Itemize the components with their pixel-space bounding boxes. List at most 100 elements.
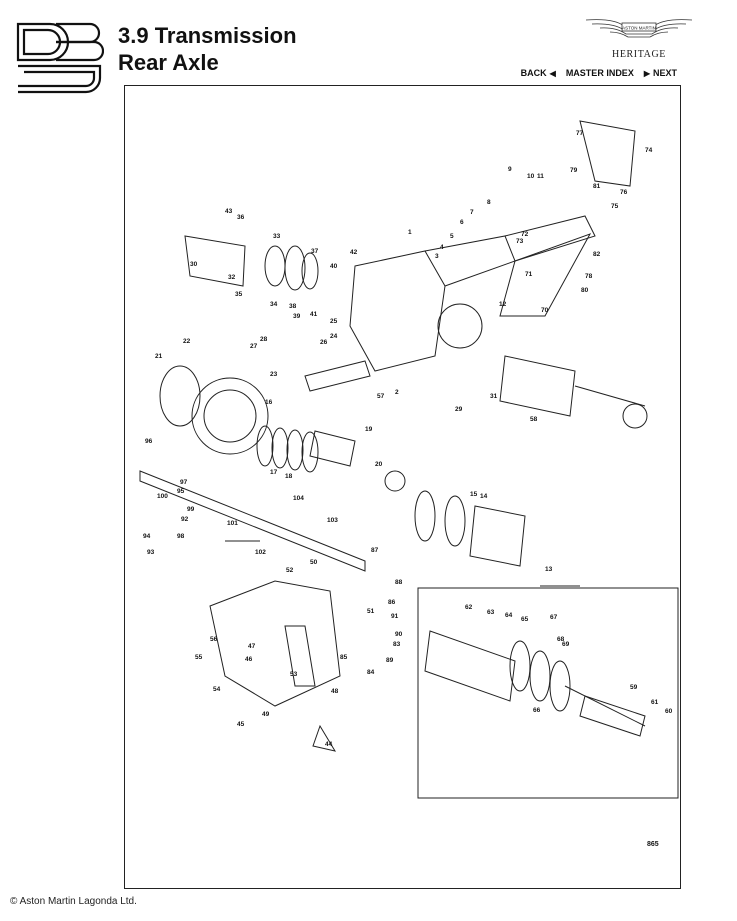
aston-martin-wings-logo: ASTON MARTIN xyxy=(585,19,693,38)
part-label-47: 47 xyxy=(248,643,256,650)
part-label-2: 2 xyxy=(395,389,399,396)
universal-joint xyxy=(622,403,648,429)
next-label: NEXT xyxy=(652,68,677,78)
part-label-35: 35 xyxy=(235,291,243,298)
inset-halfshaft xyxy=(424,630,516,702)
trailing-link xyxy=(499,233,592,317)
part-label-3: 3 xyxy=(435,253,439,260)
master-index-link[interactable]: MASTER INDEX xyxy=(566,68,634,78)
inset-panel xyxy=(417,587,679,799)
part-label-29: 29 xyxy=(455,406,463,413)
part-label-30: 30 xyxy=(190,261,198,268)
part-label-65: 65 xyxy=(521,616,529,623)
stabiliser-bar xyxy=(139,470,366,572)
part-label-25: 25 xyxy=(330,318,338,325)
part-label-69: 69 xyxy=(562,641,570,648)
part-label-63: 63 xyxy=(487,609,495,616)
part-label-62: 62 xyxy=(465,604,473,611)
part-label-15: 15 xyxy=(470,491,478,498)
part-label-84: 84 xyxy=(367,669,375,676)
part-label-48: 48 xyxy=(331,688,339,695)
part-label-7: 7 xyxy=(470,209,474,216)
part-label-8: 8 xyxy=(487,199,491,206)
back-link[interactable]: BACK◀ xyxy=(521,68,556,78)
part-label-23: 23 xyxy=(270,371,278,378)
mounting-bracket xyxy=(579,120,636,187)
part-label-6: 6 xyxy=(460,219,464,226)
part-label-88: 88 xyxy=(395,579,403,586)
part-label-71: 71 xyxy=(525,271,533,278)
part-label-22: 22 xyxy=(183,338,191,345)
part-label-34: 34 xyxy=(270,301,278,308)
part-label-97: 97 xyxy=(180,479,188,486)
part-label-4: 4 xyxy=(440,244,444,251)
part-label-43: 43 xyxy=(225,208,233,215)
part-label-75: 75 xyxy=(611,203,619,210)
part-label-18: 18 xyxy=(285,473,293,480)
part-label-54: 54 xyxy=(213,686,221,693)
part-label-67: 67 xyxy=(550,614,558,621)
part-label-46: 46 xyxy=(245,656,253,663)
part-label-13: 13 xyxy=(545,566,553,573)
part-label-31: 31 xyxy=(490,393,498,400)
part-label-14: 14 xyxy=(480,493,488,500)
part-label-19: 19 xyxy=(365,426,373,433)
part-label-56: 56 xyxy=(210,636,218,643)
part-label-79: 79 xyxy=(570,167,578,174)
page-subtitle: Rear Axle xyxy=(118,50,219,75)
part-label-53: 53 xyxy=(290,671,298,678)
part-label-72: 72 xyxy=(521,231,529,238)
heritage-label: HERITAGE xyxy=(612,49,666,60)
part-label-82: 82 xyxy=(593,251,601,258)
part-label-27: 27 xyxy=(250,343,258,350)
part-label-98: 98 xyxy=(177,533,185,540)
part-label-80: 80 xyxy=(581,287,589,294)
part-label-103: 103 xyxy=(327,517,338,524)
brake-disc xyxy=(437,303,483,349)
part-label-78: 78 xyxy=(585,273,593,280)
part-label-87: 87 xyxy=(371,547,379,554)
page-title: 3.9 Transmission xyxy=(118,23,297,48)
part-label-38: 38 xyxy=(289,303,297,310)
part-label-86: 86 xyxy=(388,599,396,606)
axle-housing xyxy=(349,250,446,372)
part-label-60: 60 xyxy=(665,708,673,715)
back-label: BACK xyxy=(520,68,547,78)
part-label-93: 93 xyxy=(147,549,155,556)
part-label-17: 17 xyxy=(270,469,278,476)
driveshaft-tube xyxy=(499,355,576,417)
part-label-90: 90 xyxy=(395,631,403,638)
part-label-24: 24 xyxy=(330,333,338,340)
next-link[interactable]: ▶NEXT xyxy=(644,68,677,78)
part-label-21: 21 xyxy=(155,353,163,360)
axle-arm xyxy=(424,235,516,287)
part-label-50: 50 xyxy=(310,559,318,566)
part-label-20: 20 xyxy=(375,461,383,468)
triangle-left-icon: ◀ xyxy=(549,68,556,78)
part-label-41: 41 xyxy=(310,311,318,318)
logo-text: ASTON MARTIN xyxy=(622,26,656,31)
part-label-52: 52 xyxy=(286,567,294,574)
part-label-74: 74 xyxy=(645,147,653,154)
part-label-55: 55 xyxy=(195,654,203,661)
suspension-bracket xyxy=(209,580,341,707)
navigation: BACK◀ MASTER INDEX ▶NEXT xyxy=(521,68,677,78)
part-label-76: 76 xyxy=(620,189,628,196)
part-label-57: 57 xyxy=(377,393,385,400)
part-label-102: 102 xyxy=(255,549,266,556)
dbs-logo xyxy=(16,22,104,94)
part-label-59: 59 xyxy=(630,684,638,691)
triangle-right-icon: ▶ xyxy=(643,68,650,78)
part-label-83: 83 xyxy=(393,641,401,648)
part-label-49: 49 xyxy=(262,711,270,718)
part-label-100: 100 xyxy=(157,493,168,500)
part-label-77: 77 xyxy=(576,130,584,137)
crown-wheel xyxy=(191,377,269,455)
part-label-95: 95 xyxy=(177,488,185,495)
part-label-104: 104 xyxy=(293,495,304,502)
part-label-36: 36 xyxy=(237,214,245,221)
part-label-92: 92 xyxy=(181,516,189,523)
part-label-64: 64 xyxy=(505,612,513,619)
part-label-9: 9 xyxy=(508,166,512,173)
